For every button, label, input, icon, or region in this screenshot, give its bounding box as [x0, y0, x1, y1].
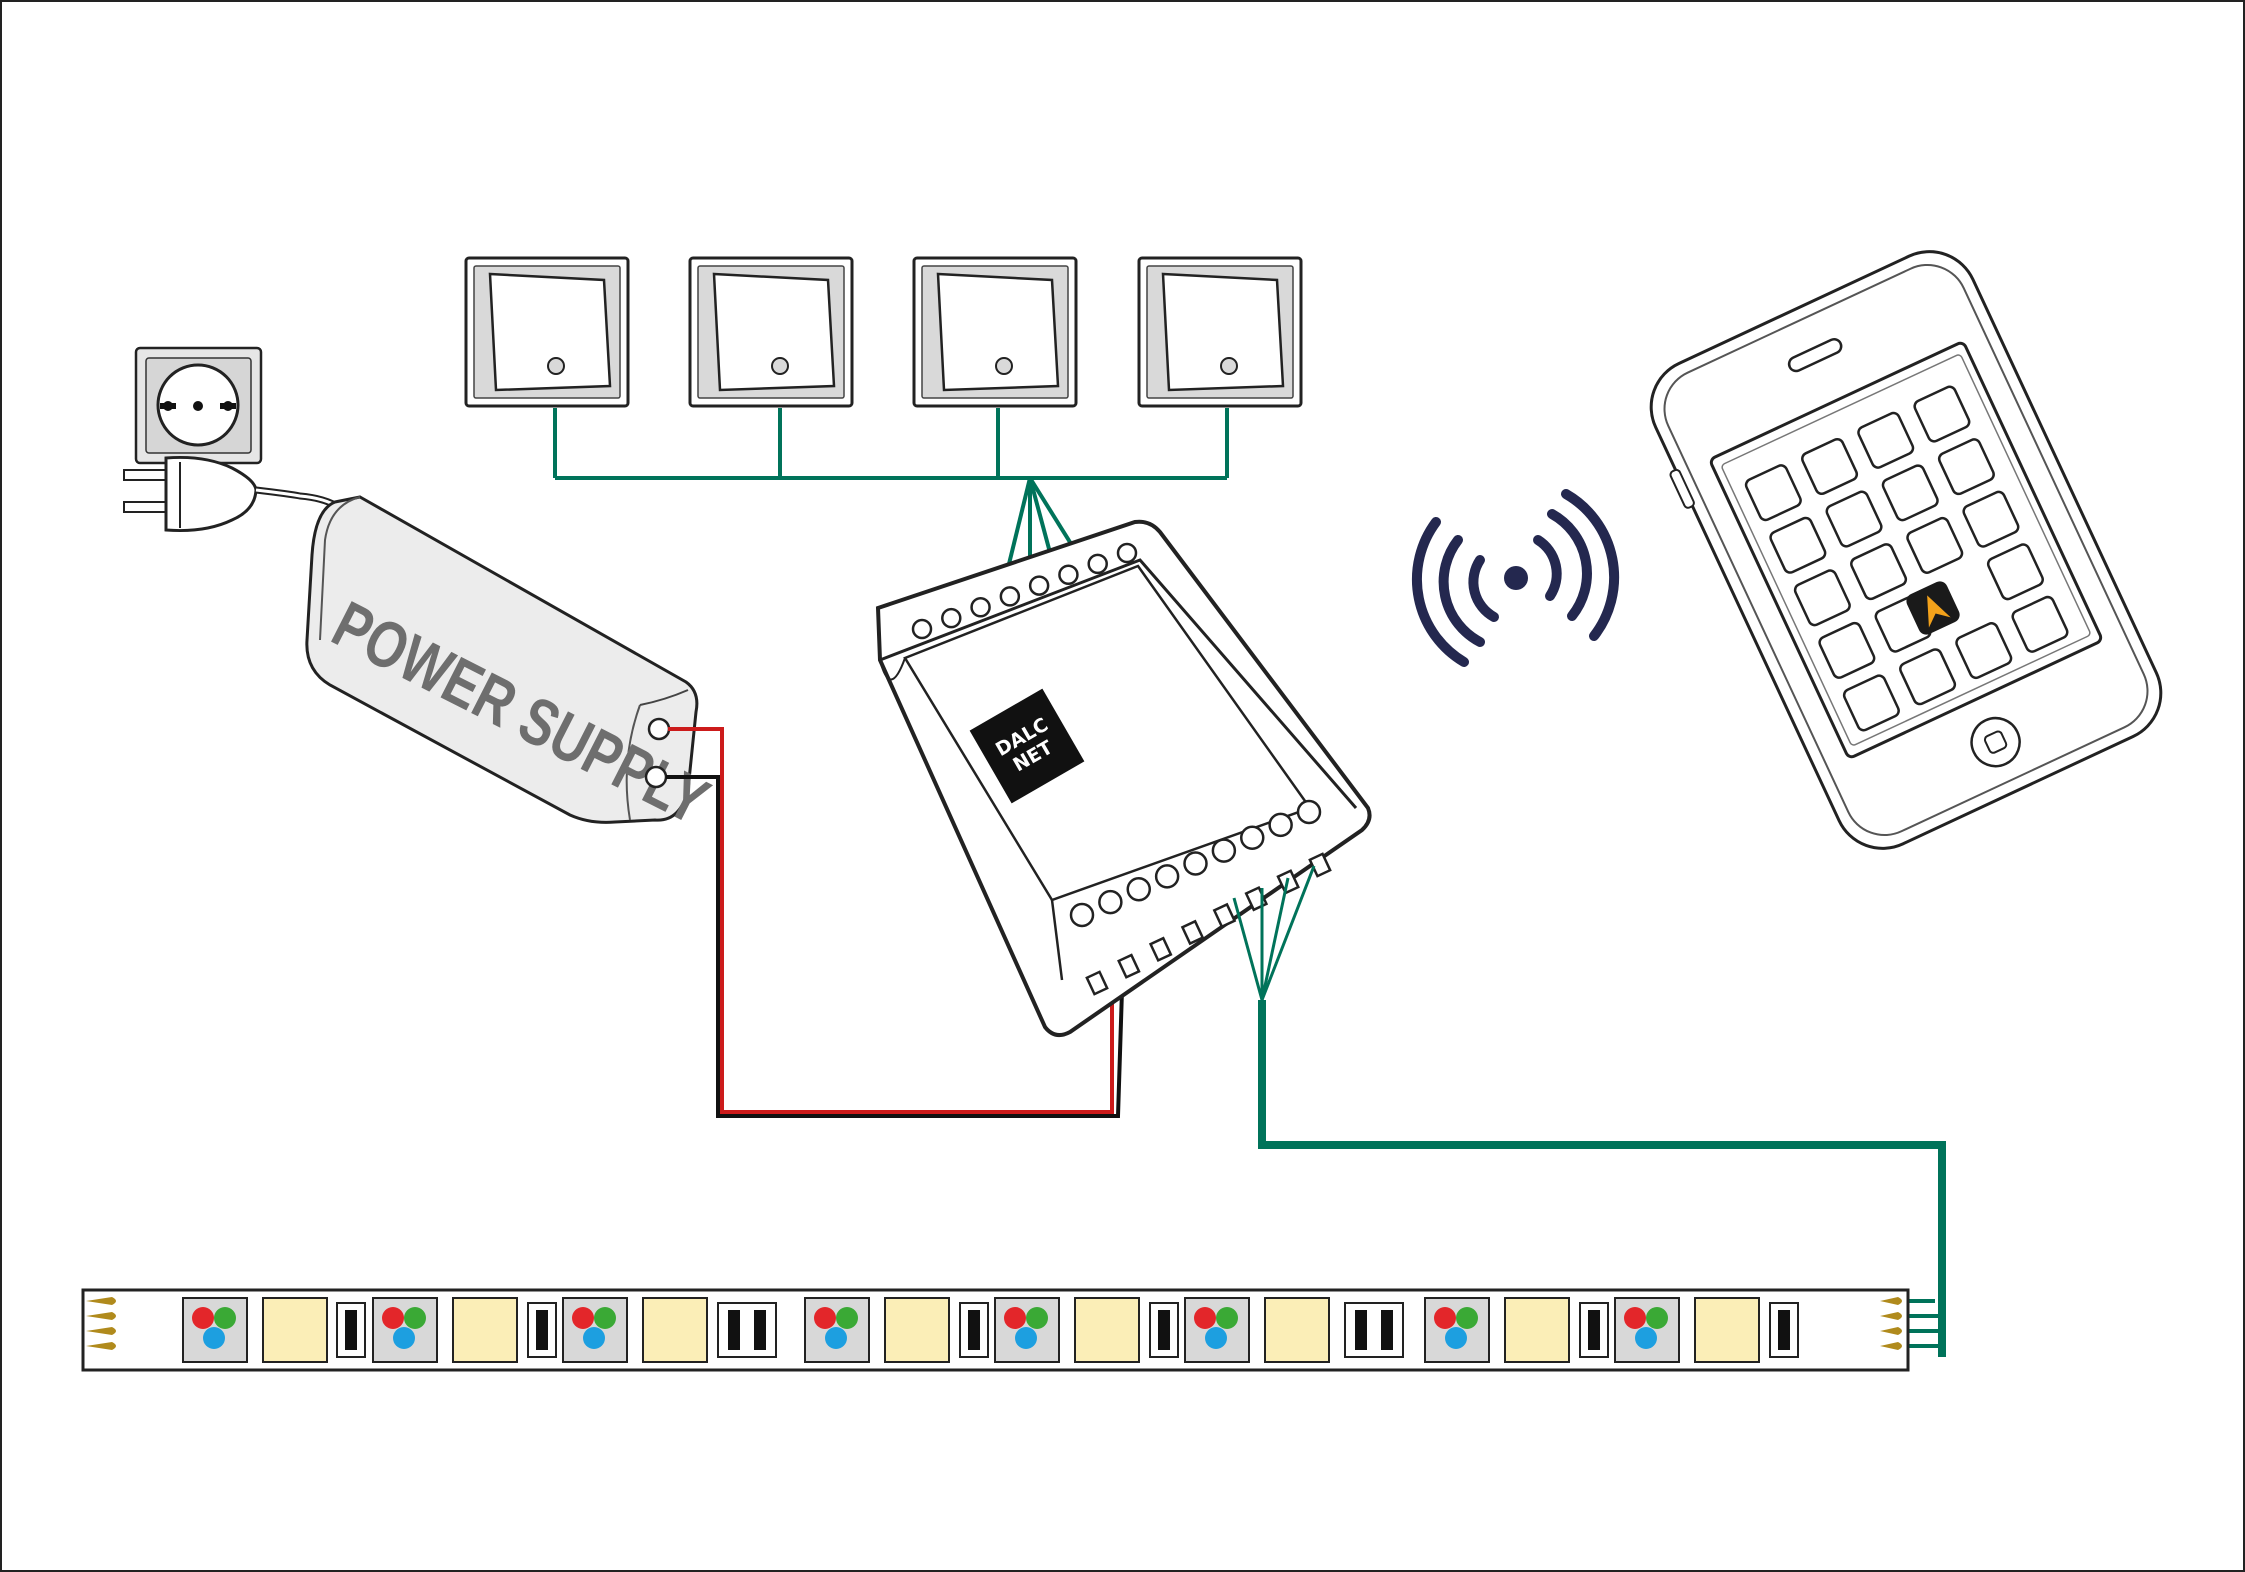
app-icon [1906, 581, 1960, 635]
output-pin [1117, 953, 1141, 979]
switch-bus-wires [553, 408, 1229, 569]
terminal-screw [1183, 851, 1208, 876]
app-tile [1906, 516, 1964, 574]
terminal-screw [1154, 864, 1180, 889]
terminal-screw [911, 618, 933, 640]
rgb-led [1424, 1297, 1490, 1363]
dalcnet-logo: DALC NET [969, 688, 1085, 804]
terminal-screw [1268, 812, 1293, 838]
app-tile [1818, 621, 1876, 679]
app-tile [2011, 595, 2069, 653]
terminal-screw [1296, 799, 1322, 825]
wall-socket-icon [134, 346, 263, 465]
warm-white-led [884, 1297, 950, 1363]
resistor [1769, 1302, 1799, 1358]
smartphone-icon [1649, 250, 2163, 850]
terminal-screw [1087, 553, 1108, 575]
switch-indicator [547, 357, 565, 375]
output-pin [1180, 919, 1205, 946]
power-wires [666, 727, 1124, 1118]
app-tile [1881, 464, 1939, 522]
wall-switch-3 [912, 256, 1078, 408]
strip-contact-left [86, 1342, 116, 1350]
app-tile [1793, 569, 1851, 627]
app-tile [1955, 622, 2013, 680]
app-tile [1850, 543, 1908, 601]
app-tile [1899, 648, 1957, 706]
strip-contact-right [1880, 1327, 1902, 1335]
switch-indicator [995, 357, 1013, 375]
app-tile [1801, 437, 1859, 496]
warm-white-led [1694, 1297, 1760, 1363]
psu-output-terminal-negative [644, 765, 668, 789]
rgb-led [994, 1297, 1060, 1363]
output-pin [1148, 936, 1173, 963]
app-tile [1913, 385, 1971, 443]
rgb-led [182, 1297, 248, 1363]
wall-switch-4 [1137, 256, 1303, 408]
controller-bottom-terminals [1069, 799, 1322, 928]
wireless-signal-icon [1411, 489, 1620, 667]
terminal-screw [1211, 838, 1237, 863]
warm-white-led [642, 1297, 708, 1363]
terminal-screw [941, 607, 962, 629]
switch-indicator [771, 357, 789, 375]
terminal-screw [1058, 564, 1079, 585]
led-strip-contacts [86, 1297, 1902, 1350]
strip-contact-right [1880, 1342, 1902, 1350]
app-tile [1825, 490, 1883, 548]
rgb-led [562, 1297, 628, 1363]
warm-white-led [1504, 1297, 1570, 1363]
terminal-screw [1028, 575, 1050, 596]
wall-switches [464, 256, 1303, 408]
warm-white-led [262, 1297, 328, 1363]
resistor [1149, 1302, 1179, 1358]
terminal-screw [970, 597, 991, 618]
wall-switch-1 [464, 256, 630, 408]
terminal-screw [1116, 542, 1138, 564]
resistor [527, 1302, 557, 1358]
strip-contact-left [86, 1327, 116, 1335]
resistor-pair [1344, 1302, 1404, 1358]
terminal-screw [1098, 889, 1123, 915]
warm-white-led [1074, 1297, 1140, 1363]
terminal-screw [1126, 877, 1151, 902]
resistor-pair [717, 1302, 777, 1358]
led-strip-leds [182, 1297, 1799, 1363]
app-grid [1744, 385, 2069, 732]
terminal-screw [1069, 902, 1095, 928]
wall-switch-2 [688, 256, 854, 408]
app-tile [1962, 490, 2020, 548]
terminal-screw [1240, 825, 1265, 850]
dalcnet-controller: DALC NET [875, 519, 1372, 1038]
strip-contact-left [86, 1312, 116, 1320]
rgb-led [804, 1297, 870, 1363]
app-tile [1769, 516, 1827, 574]
resistor [336, 1302, 366, 1358]
warm-white-led [452, 1297, 518, 1363]
rgb-led [1614, 1297, 1680, 1363]
strip-contact-left [86, 1297, 116, 1305]
strip-contact-right [1880, 1297, 1902, 1305]
strip-contact-right [1880, 1312, 1902, 1320]
app-tile [1857, 411, 1915, 469]
app-tile [1842, 674, 1900, 732]
resistor [959, 1302, 989, 1358]
app-tile [1986, 543, 2044, 601]
terminal-screw [999, 586, 1021, 607]
output-pin [1212, 902, 1237, 929]
rgb-led [372, 1297, 438, 1363]
rgb-led [1184, 1297, 1250, 1363]
app-tile [1744, 464, 1802, 522]
switch-indicator [1220, 357, 1238, 375]
psu-output-terminal-positive [647, 717, 671, 741]
app-tile [1937, 438, 1995, 496]
controller-top-terminals [911, 542, 1138, 640]
warm-white-led [1264, 1297, 1330, 1363]
resistor [1579, 1302, 1609, 1358]
led-strip [81, 1288, 1910, 1372]
output-pin [1085, 970, 1109, 996]
